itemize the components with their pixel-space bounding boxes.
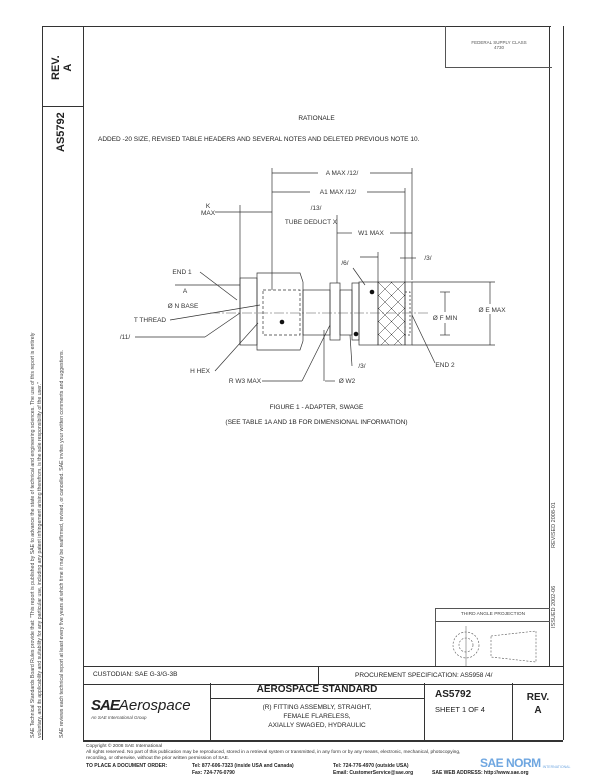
sae-aerospace-logo: SAEAerospace An SAE International Group xyxy=(91,697,209,720)
frame-divider xyxy=(83,26,84,740)
label-e-max: Ø E MAX xyxy=(478,307,506,314)
projection-label: THIRD ANGLE PROJECTION xyxy=(436,609,550,622)
frame-top xyxy=(42,26,551,27)
supply-class-value: 4730 xyxy=(493,45,504,50)
label-a-max: A MAX /12/ xyxy=(326,170,359,177)
rationale-text: ADDED -20 SIZE, REVISED TABLE HEADERS AN… xyxy=(98,136,420,143)
title-block: SAEAerospace An SAE International Group … xyxy=(83,683,563,742)
label-note11: /11/ xyxy=(120,334,131,341)
standard-heading: AEROSPACE STANDARD xyxy=(210,684,424,699)
label-h-hex: H HEX xyxy=(190,368,211,375)
custodian-row: CUSTODIAN: SAE G-3/G-3B PROCUREMENT SPEC… xyxy=(83,666,563,685)
side-doc-number: AS5792 xyxy=(55,112,67,152)
logo-sae: SAE xyxy=(91,697,120,714)
web-address: SAE WEB ADDRESS: http://www.sae.org xyxy=(432,770,529,776)
copyright: Copyright © 2008 SAE International xyxy=(86,744,163,749)
tel-us: Tel: 877-606-7323 (inside USA and Canada… xyxy=(192,763,294,769)
supply-class-box: FEDERAL SUPPLY CLASS 4730 xyxy=(445,26,552,68)
rights-line-2: recording, or otherwise, without the pri… xyxy=(86,756,230,761)
frame-left xyxy=(42,26,43,740)
label-note3-top: /3/ xyxy=(424,255,431,262)
custodian: CUSTODIAN: SAE G-3/G-3B xyxy=(93,671,178,678)
frame-right xyxy=(563,26,564,740)
label-k-max: MAX xyxy=(201,210,216,217)
revised-date: REVISED 2008-01 xyxy=(551,502,557,548)
rights-line-1: All rights reserved. No part of this pub… xyxy=(86,750,461,755)
email: Email: CustomerService@sae.org xyxy=(333,770,414,776)
label-end2: END 2 xyxy=(435,362,455,369)
label-k: K xyxy=(206,203,211,210)
label-f-min: Ø F MIN xyxy=(433,315,458,322)
footer: Copyright © 2008 SAE International All r… xyxy=(86,744,460,762)
sae-norm-watermark: SAE NORM INTERNATIONAL xyxy=(480,757,570,769)
side-rev-text: REV. xyxy=(50,55,62,80)
label-note13: /13/ xyxy=(311,205,322,212)
label-thread: T THREAD xyxy=(134,317,167,324)
tel-intl: Tel: 724-776-4970 (outside USA) xyxy=(333,763,409,769)
projection-box: THIRD ANGLE PROJECTION xyxy=(435,608,550,667)
notice-line-2: voluntary, and its applicability and sui… xyxy=(37,382,43,738)
label-n-base-a: A xyxy=(183,288,188,295)
figure-note: (SEE TABLE 1A AND 1B FOR DIMENSIONAL INF… xyxy=(225,419,408,426)
projection-symbol-icon xyxy=(452,626,537,667)
divider-2 xyxy=(424,683,425,740)
notice-line-1: SAE Technical Standards Board Rules prov… xyxy=(30,332,36,738)
title-line-3: AXIALLY SWAGED, HYDRAULIC xyxy=(268,722,366,729)
label-n-base: Ø N BASE xyxy=(168,303,199,310)
title-rev: REV. A xyxy=(513,691,563,717)
title-line-2: FEMALE FLARELESS, xyxy=(283,713,351,720)
custodian-divider xyxy=(318,667,319,684)
rev-box-bottom xyxy=(42,106,83,107)
divider-1 xyxy=(210,683,211,740)
label-tube-deduct: TUBE DEDUCT X xyxy=(285,219,338,226)
side-rev-label: REV. A xyxy=(50,55,74,80)
procurement-spec: PROCUREMENT SPECIFICATION: AS5958 /4/ xyxy=(355,672,493,679)
supply-class-label: FEDERAL SUPPLY CLASS xyxy=(471,40,527,45)
label-a1-max: A1 MAX /12/ xyxy=(320,189,357,196)
rationale-heading: RATIONALE xyxy=(298,115,335,122)
logo-subtitle: An SAE International Group xyxy=(91,715,147,720)
divider-3 xyxy=(512,683,513,740)
label-note6: /6/ xyxy=(341,260,348,267)
logo-aerospace: Aerospace xyxy=(118,697,191,714)
label-note3-bottom: /3/ xyxy=(358,363,365,370)
label-end1: END 1 xyxy=(172,269,192,276)
watermark-sub: INTERNATIONAL xyxy=(542,765,571,769)
figure-caption: FIGURE 1 - ADAPTER, SWAGE xyxy=(269,404,364,411)
side-rev-value: A xyxy=(62,63,74,72)
title-line-1: (R) FITTING ASSEMBLY, STRAIGHT, xyxy=(262,704,372,711)
title-rev-value: A xyxy=(534,705,542,716)
label-w2: Ø W2 xyxy=(339,378,356,385)
watermark-text: SAE NORM xyxy=(480,756,541,770)
frame-inner-right xyxy=(549,26,550,666)
label-r-w3: R W3 MAX xyxy=(229,378,262,385)
issued-date: ISSUED 2002-06 xyxy=(551,585,557,628)
title-rev-label: REV. xyxy=(526,692,550,703)
adapter-drawing: A MAX /12/ A1 MAX /12/ K MAX /13/ TUBE D… xyxy=(120,168,506,385)
order-label: TO PLACE A DOCUMENT ORDER: xyxy=(86,763,168,769)
sheet-number: SHEET 1 OF 4 xyxy=(435,705,485,714)
fax: Fax: 724-776-0790 xyxy=(192,770,235,776)
notice-line-3: SAE reviews each technical report at lea… xyxy=(59,350,65,738)
title-doc-number: AS5792 xyxy=(435,689,472,700)
document-title: (R) FITTING ASSEMBLY, STRAIGHT, FEMALE F… xyxy=(210,703,424,730)
label-w1-max: W1 MAX xyxy=(358,230,384,237)
